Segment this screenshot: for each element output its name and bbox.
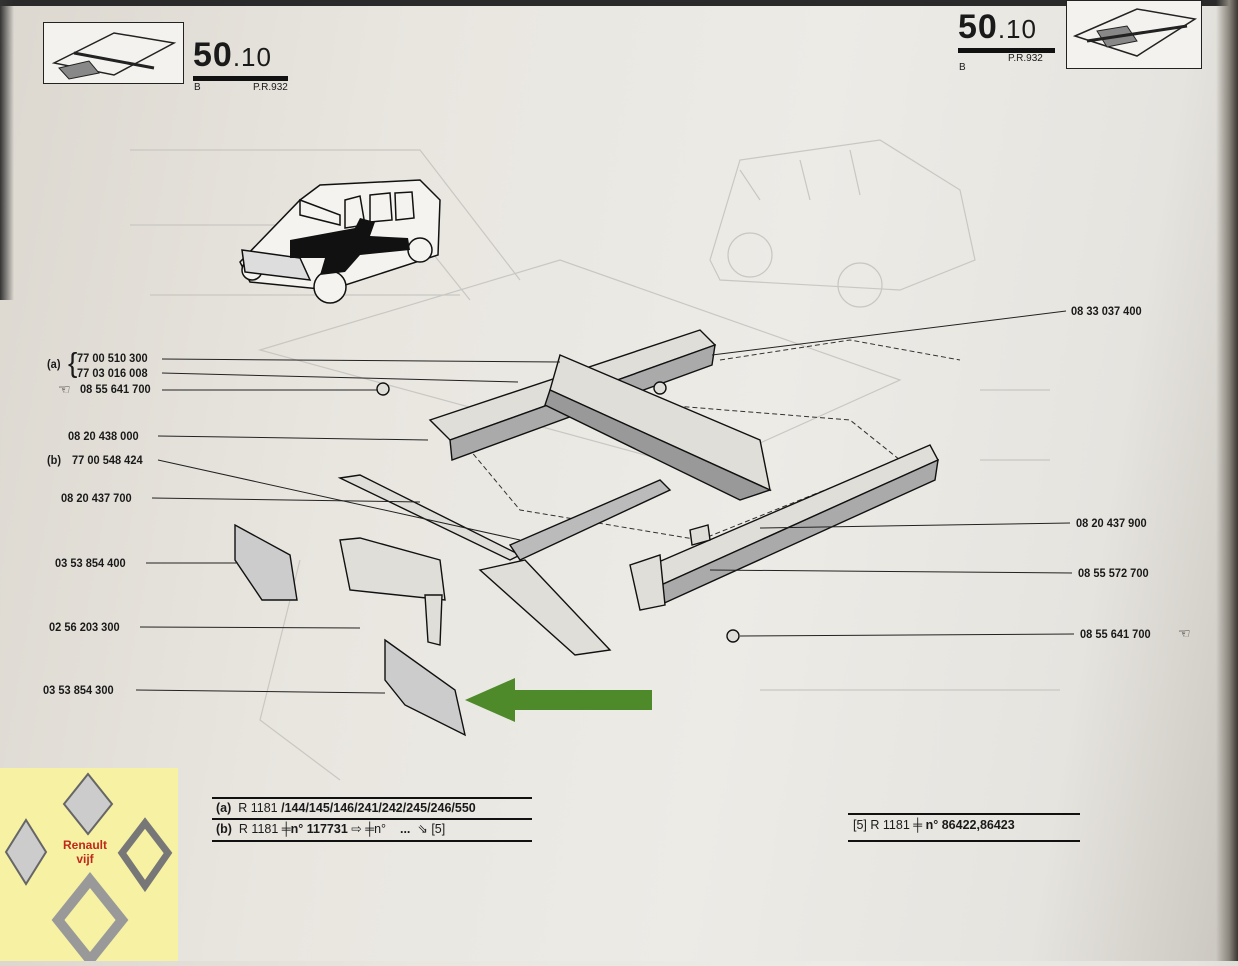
- header-bar-right: [958, 48, 1055, 53]
- note-a: (a) R 1181 /144/145/146/241/242/245/246/…: [216, 801, 476, 815]
- thumbnail-left: [43, 22, 184, 84]
- reference-right: P.R.932: [1008, 53, 1043, 64]
- note-rule: [848, 840, 1080, 842]
- part-label[interactable]: 02 56 203 300: [49, 620, 120, 634]
- part-label[interactable]: 03 53 854 300: [43, 683, 114, 697]
- note-5: [5] R 1181 ╪ n° 86422,86423: [853, 818, 1015, 832]
- chassis-thumbnail-icon: [1072, 8, 1198, 57]
- part-label[interactable]: 77 03 016 008: [77, 366, 148, 380]
- panel-300: [384, 638, 467, 737]
- watermark-line1: Renault: [62, 838, 107, 852]
- note-rule: [212, 840, 532, 842]
- highlight-arrow: [465, 678, 652, 722]
- part-label[interactable]: 08 33 037 400: [1071, 304, 1142, 318]
- leader-lines: [135, 310, 1075, 694]
- binder-edge: [1216, 0, 1238, 961]
- note-rule: [212, 818, 532, 820]
- header-bar: [193, 76, 288, 81]
- watermark-line2: vijf: [76, 852, 94, 866]
- chassis-highlight: [290, 218, 410, 275]
- arrow-right-icon: ⇨: [351, 822, 362, 836]
- ghost-print: [130, 139, 1060, 781]
- label-prefix-b: (b): [47, 453, 62, 467]
- note-b: (b) R 1181 ╪n° 117731 ⇨ ╪n° ... ⇘ [5]: [216, 822, 446, 836]
- chassis-icon: ╪: [913, 818, 923, 832]
- page-number-right: 50.10: [958, 8, 1037, 46]
- part-label[interactable]: 08 20 437 900: [1076, 516, 1147, 530]
- part-label[interactable]: 08 55 641 700: [80, 382, 151, 396]
- note-rule: [212, 797, 532, 799]
- page-edge: [0, 0, 1238, 6]
- part-label[interactable]: 77 00 548 424: [72, 453, 143, 467]
- reference: P.R.932: [253, 82, 288, 93]
- part-label[interactable]: 03 53 854 400: [55, 556, 126, 570]
- variant: B: [194, 82, 201, 93]
- arrow-down-right-icon: ⇘: [417, 822, 428, 836]
- renault-diamond-logo-icon: [4, 772, 173, 966]
- brace: {: [68, 347, 78, 378]
- part-label[interactable]: 08 20 438 000: [68, 429, 139, 443]
- part-label[interactable]: 08 20 437 700: [61, 491, 132, 505]
- part-label[interactable]: 08 55 641 700: [1080, 627, 1151, 641]
- part-label[interactable]: 77 00 510 300: [77, 351, 148, 365]
- thumbnail-right: [1066, 0, 1202, 69]
- page-shadow: [0, 0, 14, 300]
- parts: [234, 329, 939, 737]
- pointing-hand-icon: ☜: [1178, 625, 1191, 641]
- note-rule: [848, 813, 1080, 815]
- panel-300b: [339, 537, 446, 601]
- variant-right: B: [959, 62, 966, 73]
- pointing-hand-icon: ☜: [58, 381, 71, 397]
- page-number: 50.10: [193, 36, 272, 74]
- chassis-icon: ╪: [281, 822, 291, 836]
- panel-400: [234, 523, 298, 601]
- chassis-thumbnail-icon: [51, 32, 177, 80]
- chassis-icon: ╪: [365, 822, 375, 836]
- label-prefix-a: (a): [47, 357, 61, 371]
- part-label[interactable]: 08 55 572 700: [1078, 566, 1149, 580]
- sill-lower: [478, 559, 612, 656]
